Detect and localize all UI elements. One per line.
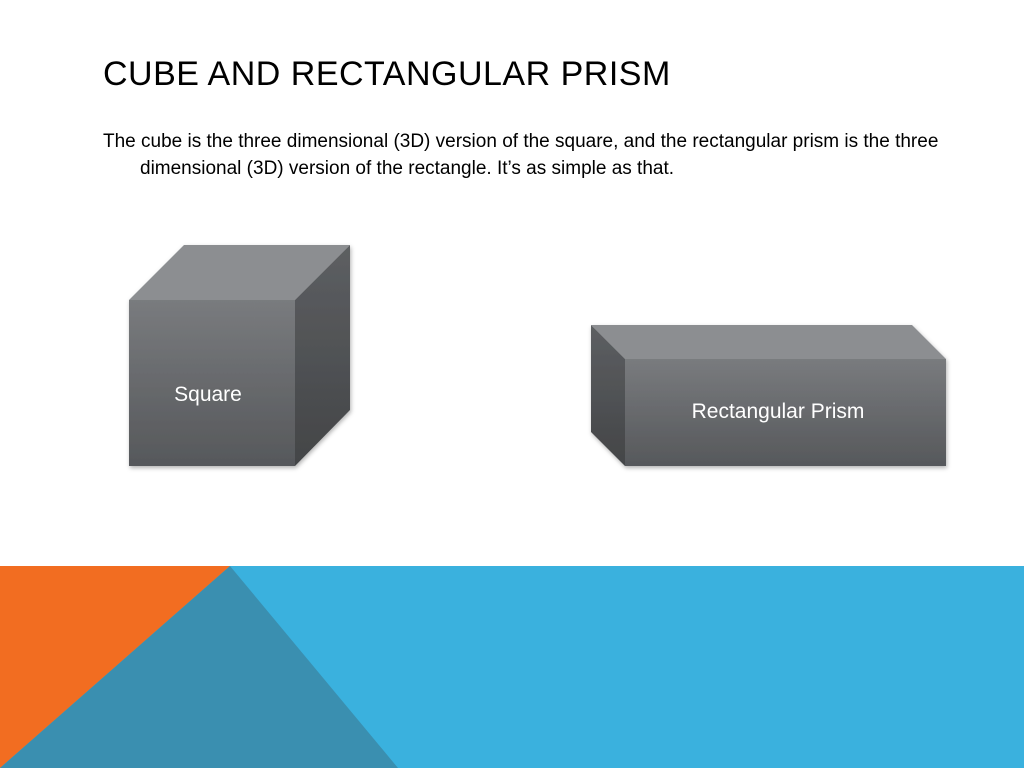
band-teal-triangle: [0, 566, 398, 768]
prism-top-face: [591, 325, 946, 359]
rectangular-prism-shape: Rectangular Prism: [591, 325, 946, 466]
cube-shape: Square: [129, 245, 350, 466]
slide-body-text: The cube is the three dimensional (3D) v…: [103, 131, 939, 179]
cube-label: Square: [174, 383, 242, 406]
bottom-decorative-band: [0, 566, 1024, 768]
prism-label: Rectangular Prism: [692, 400, 865, 423]
cube-top-face: [129, 245, 350, 300]
cube-front-face: [129, 300, 295, 466]
prism-front-face: [625, 359, 946, 466]
prism-left-face: [591, 325, 625, 466]
cube-right-face: [295, 245, 350, 466]
slide-title: CUBE AND RECTANGULAR PRISM: [103, 55, 671, 93]
